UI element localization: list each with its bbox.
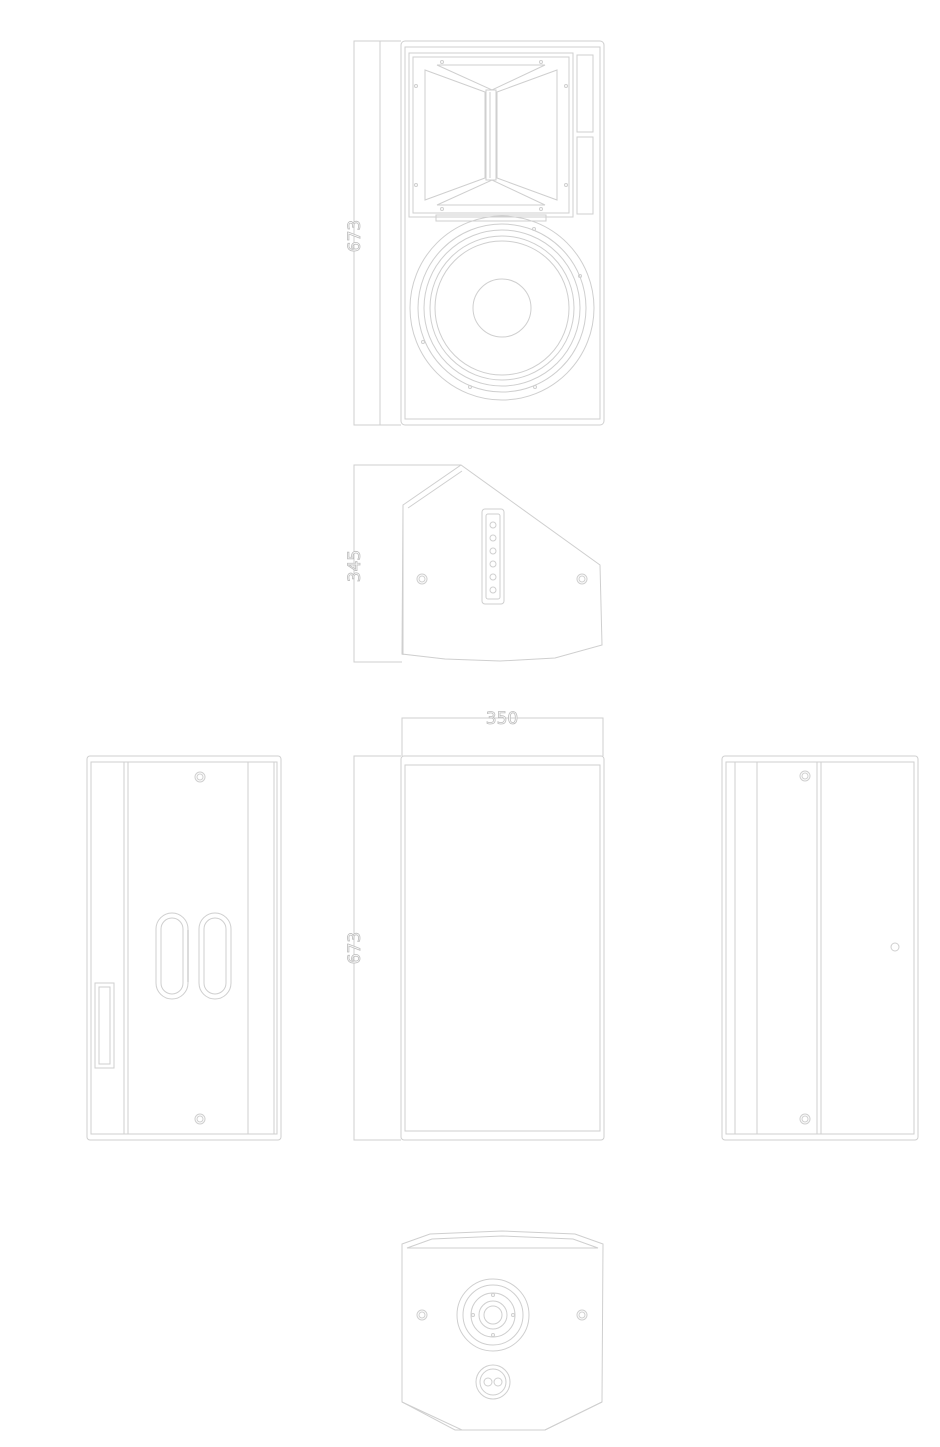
horn [408, 52, 574, 218]
side-view: 345 [345, 464, 603, 663]
back-height-label: 673 [345, 932, 365, 964]
right-view [721, 755, 919, 1141]
woofer [409, 215, 595, 401]
side-depth-label: 345 [345, 550, 365, 582]
bottom-view [401, 1230, 604, 1431]
top-width-label: 350 [486, 709, 518, 729]
back-view: 350 673 [345, 709, 605, 1141]
front-view: 673 [345, 40, 605, 426]
front-height-label: 673 [345, 220, 365, 252]
left-view [86, 755, 282, 1141]
